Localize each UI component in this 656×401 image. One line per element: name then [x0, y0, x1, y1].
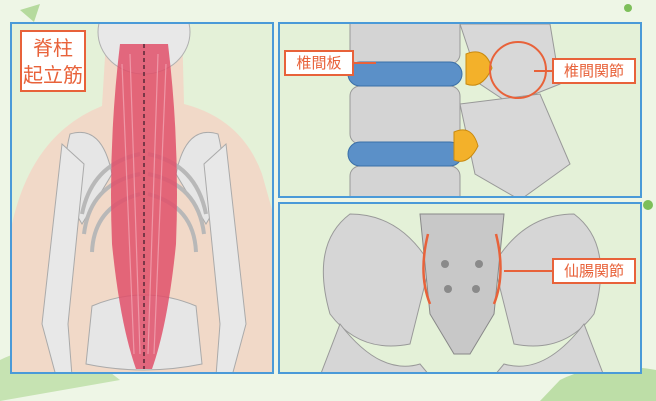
erector-spinae-panel: 脊柱 起立筋: [10, 22, 274, 374]
vertebrae-panel: 椎間板 椎間関節: [278, 22, 642, 198]
sacroiliac-joint-label: 仙腸関節: [552, 258, 636, 284]
facet-joint-text: 椎間関節: [554, 60, 634, 82]
sacroiliac-joint-leader: [504, 270, 552, 272]
erector-spinae-label: 脊柱 起立筋: [20, 30, 86, 92]
erector-spinae-label-line1: 脊柱: [22, 35, 84, 62]
erector-spinae-label-line2: 起立筋: [22, 62, 84, 89]
intervertebral-disc-leader: [354, 62, 376, 64]
pelvis-illustration: [280, 204, 642, 374]
facet-joint-label: 椎間関節: [552, 58, 636, 84]
sacroiliac-joint-text: 仙腸関節: [554, 260, 634, 282]
intervertebral-disc-label: 椎間板: [284, 50, 354, 76]
facet-joint-leader: [534, 70, 552, 72]
intervertebral-disc-text: 椎間板: [286, 52, 352, 74]
pelvis-panel: 仙腸関節: [278, 202, 642, 374]
